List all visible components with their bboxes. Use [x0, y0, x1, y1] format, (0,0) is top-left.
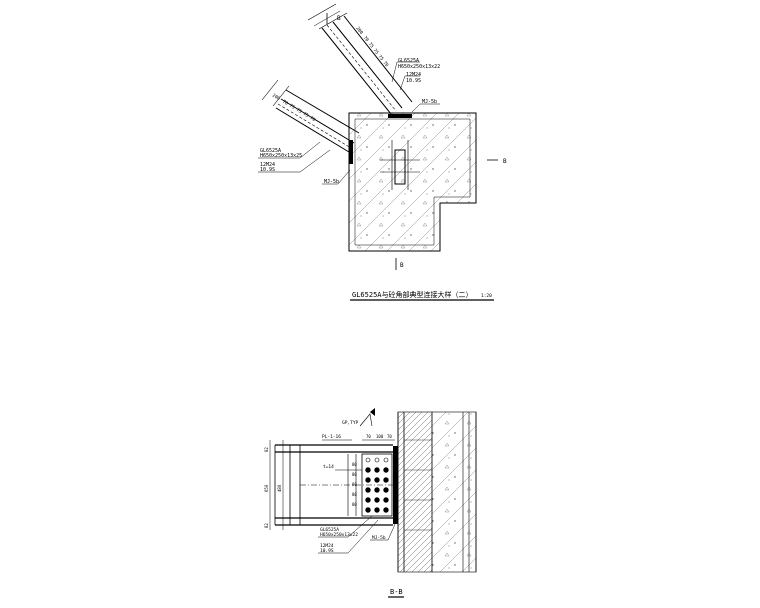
top-detail-title: GL6525A与砼角部典型连接大样（二）	[352, 290, 473, 299]
plate-note: PL-1-16	[322, 434, 341, 440]
svg-text:70: 70	[362, 35, 370, 43]
lower-brace-label-bolts: 12M24	[260, 162, 275, 168]
embed-label-side: MJ-5b	[324, 179, 339, 185]
svg-text:80: 80	[352, 502, 357, 507]
embed-plate-top	[388, 114, 412, 118]
section-mark-bottom: B	[400, 262, 404, 269]
lower-brace	[261, 79, 360, 153]
embed-label-top: MJ-5b	[422, 99, 437, 105]
bolt	[383, 467, 389, 473]
bolt	[374, 497, 380, 503]
svg-text:650: 650	[264, 484, 269, 492]
bolt	[374, 477, 380, 483]
bolt	[365, 457, 371, 463]
svg-text:80: 80	[352, 462, 357, 467]
svg-text:70: 70	[382, 60, 390, 68]
concrete-corner	[348, 112, 477, 252]
svg-text:70: 70	[309, 115, 317, 123]
embed-plate-center	[394, 149, 406, 185]
top-detail-scale: 1:20	[481, 293, 492, 299]
svg-text:82: 82	[264, 523, 269, 528]
svg-text:80: 80	[352, 492, 357, 497]
svg-text:75: 75	[372, 48, 380, 56]
bottom-detail: GP,TYP PL-1-16 70 100 70 t=14 82 650 480…	[264, 408, 477, 598]
bolt	[365, 507, 371, 513]
svg-text:75: 75	[377, 54, 385, 62]
svg-text:75: 75	[288, 103, 296, 111]
bb-label-grade: 10.9S	[320, 548, 334, 554]
svg-text:70: 70	[387, 434, 392, 439]
bolt	[365, 477, 371, 483]
lower-brace-label-section: H650x250x13x25	[260, 153, 302, 159]
section-mark-right: B	[503, 158, 507, 165]
svg-text:80: 80	[352, 472, 357, 477]
end-plate	[393, 446, 398, 524]
bb-label-bolts: 12M24	[320, 543, 334, 549]
lower-brace-label-member: GL6525A	[260, 148, 281, 154]
svg-text:75: 75	[302, 111, 310, 119]
upper-brace-label-section: H650x250x13x22	[398, 64, 440, 70]
svg-text:82: 82	[264, 447, 269, 452]
weld-note: GP,TYP	[342, 420, 359, 426]
svg-text:80: 80	[352, 482, 357, 487]
bolt	[374, 487, 380, 493]
bb-label-section: H650x250x13x22	[320, 532, 358, 538]
bb-embed-label: MJ-5b	[372, 535, 386, 541]
row-dims: 80 80 80 80 80	[352, 462, 357, 507]
svg-text:75: 75	[367, 41, 375, 49]
splice-plate	[361, 453, 393, 517]
bolt	[374, 507, 380, 513]
wall-brick-zone	[397, 411, 433, 573]
bolt	[374, 467, 380, 473]
upper-brace	[307, 3, 413, 115]
bolt	[365, 497, 371, 503]
bolt-group	[365, 457, 389, 513]
bolt	[383, 507, 389, 513]
plate-thickness: t=14	[323, 464, 334, 470]
svg-text:200: 200	[271, 93, 281, 102]
bolt	[383, 477, 389, 483]
svg-text:480: 480	[277, 484, 282, 492]
upper-brace-label-bolts: 12M24	[406, 72, 421, 78]
bolt	[383, 497, 389, 503]
embed-plate-side	[349, 140, 353, 164]
bolt	[383, 457, 389, 463]
upper-brace-label-member: GL6525A	[398, 58, 419, 64]
wall-concrete	[431, 411, 477, 573]
bottom-detail-title: B-B	[390, 588, 403, 596]
section-mark-top: B	[337, 15, 341, 22]
bb-label-member: GL6525A	[320, 527, 339, 533]
concrete-inner-outline	[354, 118, 471, 246]
svg-text:70: 70	[366, 434, 371, 439]
bolt	[365, 487, 371, 493]
bolt	[365, 467, 371, 473]
svg-text:100: 100	[376, 434, 384, 439]
svg-text:70: 70	[281, 99, 289, 107]
svg-text:200: 200	[354, 26, 364, 36]
lower-brace-dims: 200 70 75 75 75 70	[271, 93, 317, 124]
upper-brace-dims: 200 70 75 75 75 70	[354, 26, 389, 69]
top-detail: B B B 200 70 75 75 75 70 200 70 75 75 75…	[258, 3, 507, 301]
bolt	[374, 457, 380, 463]
bolt	[383, 487, 389, 493]
svg-text:75: 75	[295, 107, 303, 115]
lower-brace-label-grade: 10.9S	[260, 167, 275, 173]
upper-brace-label-grade: 10.9S	[406, 78, 421, 84]
